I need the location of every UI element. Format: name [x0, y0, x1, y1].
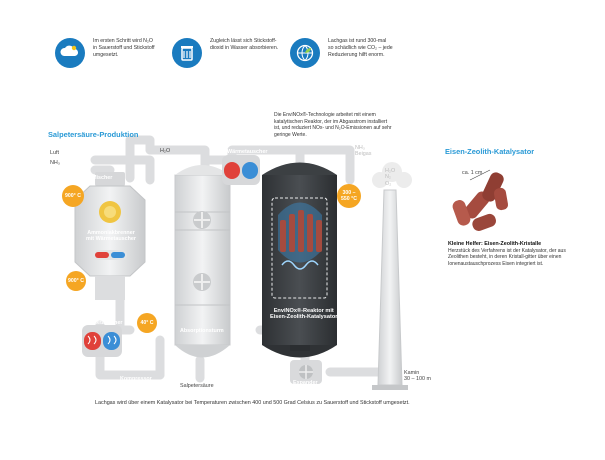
intro-text: Die EnviNOx®-Technologie arbeitet mit ei… [274, 112, 392, 138]
label-heat-exchanger-top: Wärmetauscher [227, 149, 268, 155]
label-heat-exchanger-bottom: Wärmetauscher [82, 320, 123, 326]
info-item-1: Im ersten Schritt wird N₂O in Sauerstoff… [55, 38, 155, 68]
info-text-3: Lachgas ist rund 300-mal so schädlich wi… [328, 38, 393, 58]
label-burner: Ammoniakbrenner mit Wärmetauscher [86, 230, 137, 243]
cloud-gas-icon [55, 38, 85, 68]
catalyst-title: Kleine Helfer: Eisen-Zeolith-Kristalle [448, 241, 542, 247]
label-mischer: Mischer [92, 175, 113, 181]
label-nh3: NH₃ [50, 160, 60, 166]
catalyst-pellets [452, 172, 509, 231]
smoke-cloud [372, 162, 412, 188]
absorption-tower [174, 174, 231, 346]
info-item-2: Zugleich lässt sich Stickstoff- dioxid i… [172, 38, 278, 68]
label-kamin: Kamin 30 – 100 m [404, 370, 431, 383]
temp-badge-burner-out: 900° C [66, 271, 86, 291]
diagram-caption: Lachgas wird über einem Katalysator bei … [95, 400, 410, 406]
label-h2o: H₂O [160, 148, 171, 154]
label-salpetersaeure: Salpetersäure [180, 383, 214, 389]
temp-badge-cooler: 40° C [137, 313, 157, 333]
catalyst-description: Kleine Helfer: Eisen-Zeolith-Kristalle H… [448, 241, 568, 267]
water-tank-icon [172, 38, 202, 68]
catalyst-bed [280, 210, 322, 252]
label-absorber: Absorptionsturm [180, 328, 224, 334]
mixer-box [95, 172, 125, 186]
label-nh3-beigas: NH₃ Beigas [355, 145, 372, 158]
ammonia-burner [74, 185, 146, 277]
label-h2o-n2-o2: H₂O N₂ O₂ [385, 168, 396, 187]
label-kompressor: Kompressor [120, 376, 152, 382]
label-size: ca. 1 cm [462, 170, 483, 176]
section-title-production: Salpetersäure-Produktion [48, 130, 139, 139]
chimney [377, 189, 403, 386]
info-text-2: Zugleich lässt sich Stickstoff- dioxid i… [210, 38, 279, 51]
info-text-1: Im ersten Schritt wird N₂O in Sauerstoff… [93, 38, 155, 58]
globe-leaf-icon [290, 38, 320, 68]
label-luft: Luft [50, 150, 59, 156]
label-no-n2o: NO N₂O [134, 345, 145, 358]
catalyst-body: Herzstück des Verfahrens ist der Katalys… [448, 247, 566, 267]
temp-badge-burner: 900° C [62, 185, 84, 207]
temp-badge-reactor: 300 – 550 °C [337, 184, 361, 208]
label-expander: Expander [293, 380, 318, 386]
section-title-catalyst: Eisen-Zeolith-Katalysator [445, 147, 535, 156]
info-item-3: Lachgas ist rund 300-mal so schädlich wi… [290, 38, 393, 68]
label-reactor: EnviNOx®-Reaktor mit Eisen-Zeolith-Katal… [270, 308, 338, 321]
